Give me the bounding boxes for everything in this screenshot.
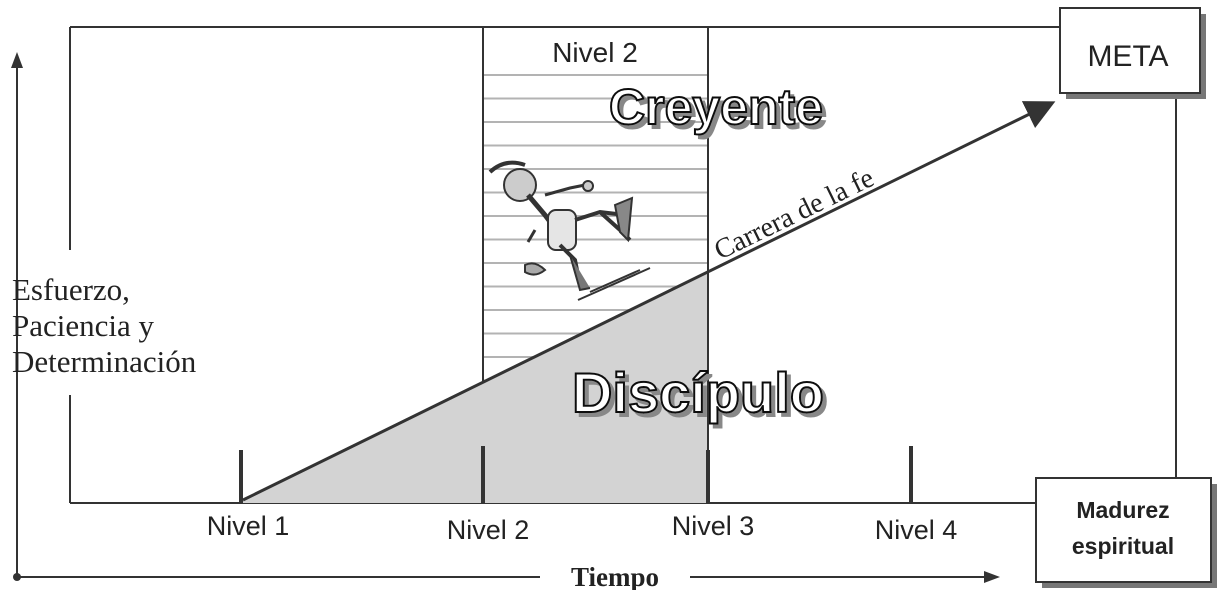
level-label-2: Nivel 2: [447, 515, 530, 545]
level-label-3: Nivel 3: [672, 511, 755, 541]
x-axis: [17, 571, 1000, 583]
believer-level-label: Nivel 2: [552, 37, 638, 68]
y-axis-label-line1: Esfuerzo,: [12, 272, 130, 307]
goal-label: META: [1087, 40, 1168, 73]
believer-title: Creyente: [609, 79, 823, 135]
y-axis-label-line2: Paciencia y: [12, 308, 155, 343]
runner-illustration: [488, 160, 651, 301]
level-ticks: [239, 446, 913, 503]
level-label-4: Nivel 4: [875, 515, 958, 545]
faith-race-arrow: [242, 101, 1056, 502]
faith-race-label: Carrera de la fe: [709, 162, 878, 266]
level-label-1: Nivel 1: [207, 511, 290, 541]
goal-box: META: [1059, 7, 1206, 99]
y-axis-label-line3: Determinación: [12, 344, 197, 379]
maturity-box: Madurez espiritual: [1035, 477, 1217, 588]
maturity-label-line1: Madurez: [1076, 497, 1169, 523]
maturity-label-line2: espiritual: [1072, 533, 1174, 559]
disciple-label: Discípulo: [572, 361, 824, 424]
x-axis-label: Tiempo: [571, 562, 659, 590]
